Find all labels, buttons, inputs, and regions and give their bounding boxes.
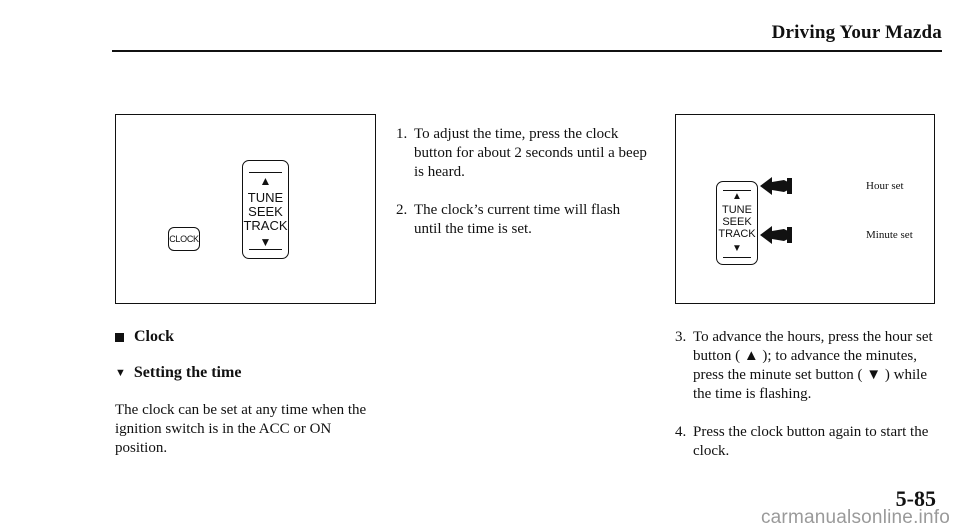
up-arrow-icon: ▲: [732, 191, 742, 202]
rocker-label-tune: TUNE: [722, 204, 752, 216]
subheading-setting-time: ▼ Setting the time: [115, 364, 241, 382]
step-number: 3.: [675, 329, 687, 345]
down-arrow-icon: ▼: [259, 235, 272, 249]
triangle-bullet-icon: ▼: [115, 367, 126, 379]
rocker-label-seek: SEEK: [248, 204, 283, 219]
rocker-top-line: [249, 172, 282, 173]
rocker-label-seek: SEEK: [722, 216, 752, 228]
step-text: Press the clock button again to start th…: [693, 424, 929, 459]
hour-minute-set-figure: ▲ TUNE SEEK TRACK ▼ Hour set Minute set: [675, 114, 935, 304]
clock-button-label: CLOCK: [169, 234, 199, 244]
step-text: The clock’s current time will flash unti…: [414, 202, 621, 237]
list-item: 3. To advance the hours, press the hour …: [675, 328, 940, 404]
page-header-title: Driving Your Mazda: [771, 22, 942, 43]
intro-paragraph: The clock can be set at any time when th…: [115, 402, 367, 456]
step-number: 4.: [675, 424, 687, 440]
minute-set-label: Minute set: [866, 229, 913, 241]
step-text: To adjust the time, press the clock butt…: [414, 126, 647, 180]
step-number: 1.: [396, 126, 408, 142]
step-number: 2.: [396, 202, 408, 218]
clock-controls-figure: CLOCK ▲ TUNE SEEK TRACK ▼: [115, 114, 376, 304]
list-item: 4. Press the clock button again to start…: [675, 423, 940, 461]
rocker-label-track: TRACK: [718, 228, 756, 240]
rocker-top-line: [723, 190, 751, 191]
step-text: To advance the hours, press the hour set…: [693, 329, 933, 402]
tune-seek-track-rocker[interactable]: ▲ TUNE SEEK TRACK ▼: [242, 160, 289, 259]
rocker-bottom-line: [723, 257, 751, 258]
steps-bottom-list: 3. To advance the hours, press the hour …: [675, 328, 940, 461]
up-arrow-icon: ▲: [259, 174, 272, 188]
square-bullet-icon: [115, 332, 124, 342]
list-item: 2. The clock’s current time will flash u…: [396, 201, 651, 239]
hour-set-label: Hour set: [866, 180, 904, 192]
clock-button[interactable]: CLOCK: [168, 227, 200, 251]
tune-seek-track-rocker[interactable]: ▲ TUNE SEEK TRACK ▼: [716, 181, 758, 265]
rocker-label-track: TRACK: [243, 218, 288, 233]
section-heading-text: Clock: [134, 328, 174, 345]
section-heading-clock: Clock: [115, 328, 174, 346]
page-number: 5-85: [895, 486, 936, 511]
pointing-hand-icon: [760, 177, 792, 195]
down-arrow-icon: ▼: [732, 243, 742, 254]
subheading-text: Setting the time: [133, 364, 242, 381]
rocker-label-tune: TUNE: [247, 190, 284, 205]
watermark-text: carmanualsonline.info: [760, 507, 950, 528]
rocker-bottom-line: [249, 249, 282, 250]
pointing-hand-icon: [760, 226, 792, 244]
header-rule: [112, 50, 942, 52]
steps-top-list: 1. To adjust the time, press the clock b…: [396, 125, 651, 239]
list-item: 1. To adjust the time, press the clock b…: [396, 125, 651, 182]
